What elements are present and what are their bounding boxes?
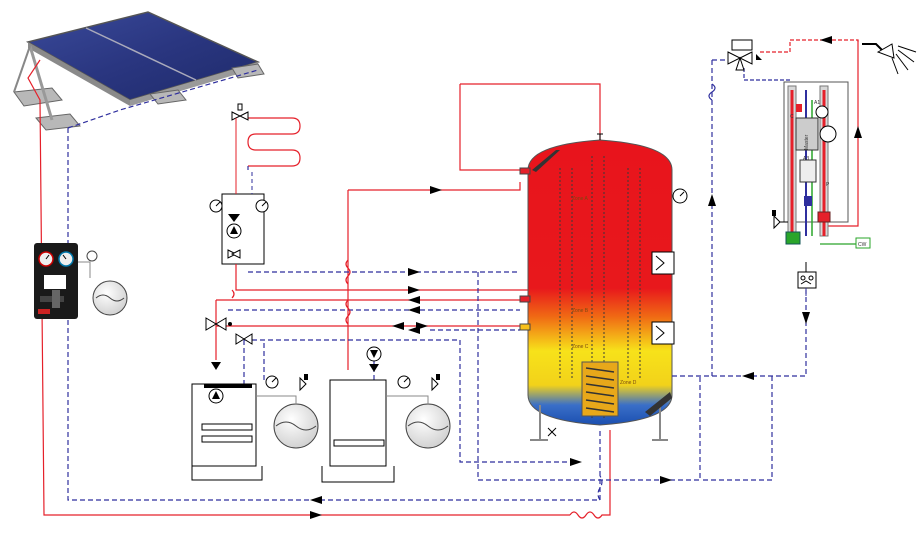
boiler-icon (191, 383, 263, 481)
station-label-a1: A1 (814, 100, 820, 106)
heating-element-icon (651, 251, 675, 345)
station-label-master: Master (804, 134, 810, 150)
distribution-arrows (392, 186, 672, 484)
mixing-valve-icon (205, 317, 253, 370)
solar-collector-icon (13, 11, 265, 131)
station-label-p: P (826, 182, 830, 188)
pressure-gauge-icon (209, 199, 269, 213)
buffer-tank (527, 133, 673, 441)
tank-solar-coil (581, 361, 619, 417)
solar-pump-station (34, 243, 78, 319)
expansion-vessel-icon (78, 250, 128, 316)
three-way-valve-icon (727, 39, 762, 71)
shower-icon (862, 43, 917, 75)
boiler-vessels (256, 375, 451, 449)
dhw-pipes (672, 39, 859, 481)
tank-connectors (519, 167, 531, 331)
pump-icon (226, 214, 242, 259)
radiator-valve-icon (231, 103, 249, 121)
heating-circuit-group (221, 118, 265, 265)
zone-label-b: Zone B (572, 308, 589, 314)
zone-label-a: Zone A (572, 196, 589, 202)
station-label-c: C (790, 114, 794, 120)
station-label-a3: A3 (803, 156, 809, 162)
radiator-coil-icon (247, 117, 301, 172)
station-safety-valve-icon (772, 210, 788, 230)
zone-label-c: Zone C (572, 344, 589, 350)
boiler-2-icon (321, 346, 395, 483)
dhw-arrows (708, 36, 862, 380)
cold-water-outlet-tag: CW (855, 237, 871, 249)
outlet-tag-label: CW (858, 242, 867, 248)
zone-label-d: Zone D (620, 380, 637, 386)
fresh-water-station: A1 A3 Master C P (783, 81, 849, 245)
safety-valve-icon (299, 374, 440, 392)
solar-loop-arrows (310, 496, 322, 519)
water-meter-icon (797, 262, 817, 296)
tank-thermometer (672, 188, 688, 204)
